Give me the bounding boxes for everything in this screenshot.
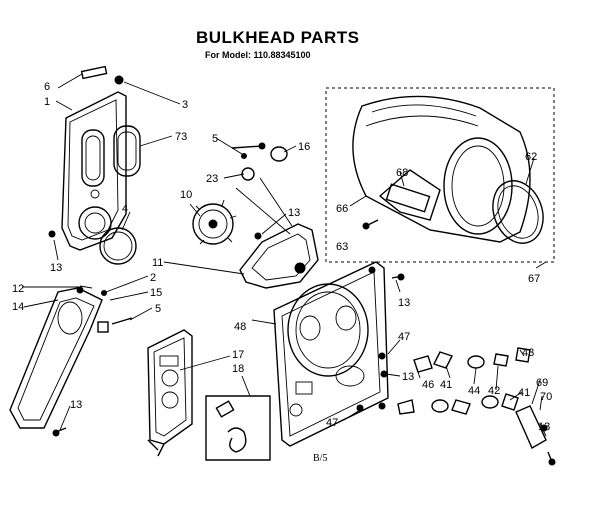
screw-part-3: [114, 75, 124, 85]
callout-44: 44: [468, 385, 480, 397]
callout-69: 69: [536, 377, 548, 389]
callout-46: 46: [422, 379, 434, 391]
drum-seal-part-62: [492, 180, 544, 244]
callout-15: 15: [150, 287, 162, 299]
callout-14: 14: [12, 301, 24, 313]
blower-wheel-part-10: [192, 199, 237, 245]
callout-48: 48: [234, 321, 246, 333]
callout-67: 67: [528, 273, 540, 285]
screw-part-13-bottom-left: [52, 427, 67, 437]
callout-13-bottom-left: 13: [70, 399, 82, 411]
callout-73: 73: [175, 131, 187, 143]
screw-part-13-bulkhead-top: [391, 273, 405, 281]
callout-66: 66: [336, 203, 348, 215]
wire-to-blower: [259, 177, 293, 227]
front-bulkhead-panel: [61, 91, 127, 251]
callout-12: 12: [12, 283, 24, 295]
callout-1: 1: [44, 96, 50, 108]
callout-17: 17: [232, 349, 244, 361]
page-number: B/5: [313, 453, 328, 464]
callout-23: 23: [206, 173, 218, 185]
callout-47-lower: 47: [326, 417, 338, 429]
screws-part-5-16: [231, 142, 288, 181]
clip-part-6: [80, 65, 108, 80]
leader-lines: [22, 73, 547, 437]
motor-board-part-17: [147, 329, 193, 457]
seal-ring-part-4: [99, 227, 137, 265]
screw-part-63: [362, 219, 379, 230]
callout-11: 11: [152, 257, 163, 269]
callout-41-right: 41: [518, 387, 530, 399]
callout-10: 10: [180, 189, 192, 201]
callout-2: 2: [150, 272, 156, 284]
screw-part-13-bottom-right: [547, 451, 556, 466]
callout-4: 4: [122, 203, 128, 215]
callout-62: 62: [525, 151, 537, 163]
callout-6: 6: [44, 81, 50, 93]
callout-68: 68: [396, 167, 408, 179]
small-hardware: [79, 285, 133, 333]
callout-70: 70: [540, 391, 552, 403]
callout-43: 43: [522, 347, 534, 359]
callout-41-left: 41: [440, 379, 452, 391]
callout-5-lower: 5: [155, 303, 161, 315]
wire-to-blower-2: [235, 187, 291, 235]
callout-numbers: 6 1 3 73 4 13 12 14 2 15 5 13 5 16 23 10…: [12, 81, 552, 433]
model-number: For Model: 110.88345100: [205, 50, 311, 60]
drum: [352, 95, 531, 243]
diagram-title: BULKHEAD PARTS: [196, 28, 360, 47]
callout-13-bulkhead: 13: [398, 297, 410, 309]
callout-18: 18: [232, 363, 244, 375]
screw-part-13-left: [48, 230, 56, 238]
callout-13-mid-right: 13: [402, 371, 414, 383]
callout-16: 16: [298, 141, 310, 153]
callout-42: 42: [488, 385, 500, 397]
callout-13-center: 13: [288, 207, 300, 219]
blower-housing-part-11: [239, 223, 319, 289]
callout-13-bottom-right: 13: [538, 421, 550, 433]
drum-assembly-box-67: [325, 87, 555, 263]
rear-bulkhead-part-48: [273, 261, 389, 447]
callout-5-upper: 5: [212, 133, 218, 145]
duct-part-14: [9, 286, 103, 429]
lint-seal-part-73: [113, 125, 141, 177]
callout-3: 3: [182, 99, 188, 111]
callout-63: 63: [336, 241, 348, 253]
callout-13-left: 13: [50, 262, 62, 274]
callout-47-upper: 47: [398, 331, 410, 343]
kit-box-part-18: [205, 395, 271, 461]
